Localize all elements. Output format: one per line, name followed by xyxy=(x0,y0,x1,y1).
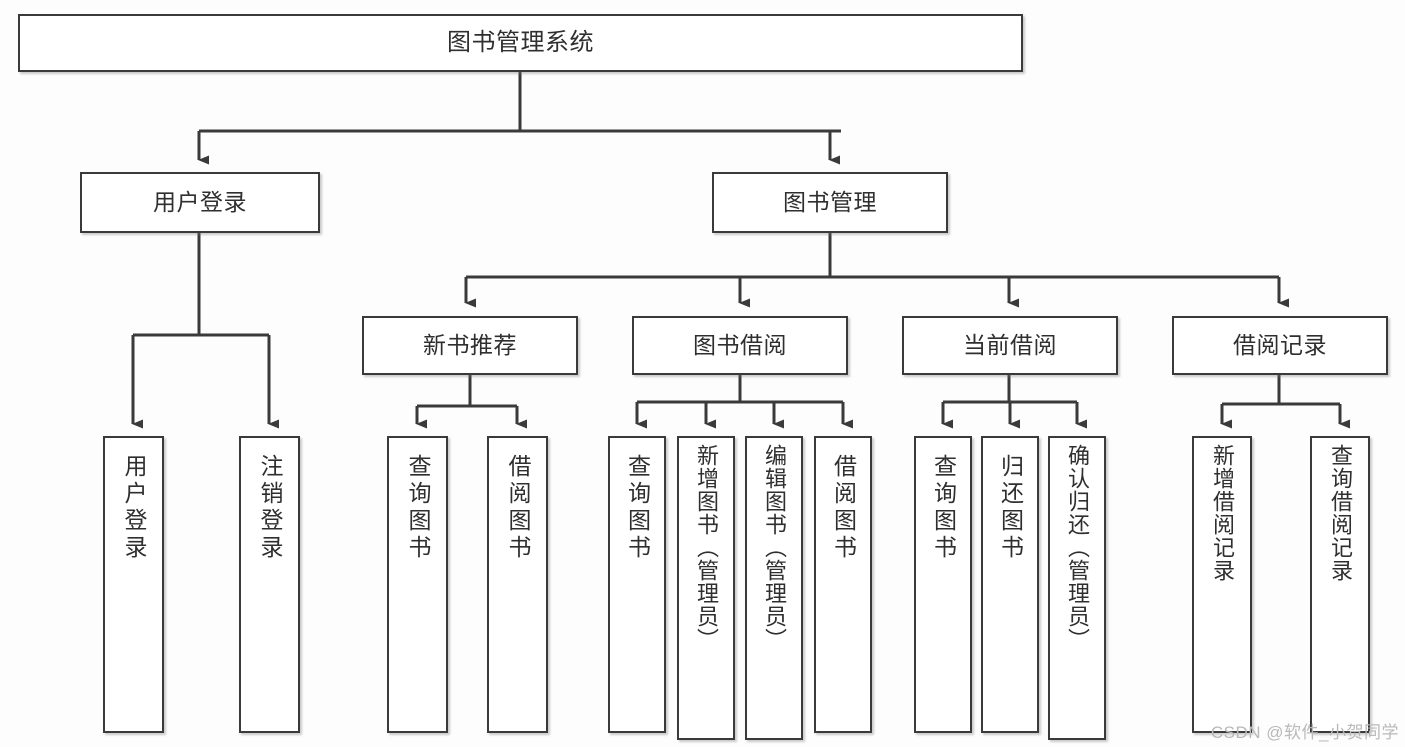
node-current-borrowing[interactable]: 当前借阅 xyxy=(902,316,1118,375)
node-label: 查询图书 xyxy=(405,454,431,562)
leaf-edit-book-admin[interactable]: 编辑图书（管理员） xyxy=(745,436,803,740)
leaf-add-book-admin[interactable]: 新增图书（管理员） xyxy=(677,436,735,740)
node-book-borrowing[interactable]: 图书借阅 xyxy=(632,316,848,375)
node-label: 新书推荐 xyxy=(423,331,517,358)
node-label: 图书管理 xyxy=(783,188,877,215)
node-new-book-recommendation[interactable]: 新书推荐 xyxy=(362,316,578,375)
node-root-book-management-system[interactable]: 图书管理系统 xyxy=(18,14,1023,72)
leaf-query-book-current[interactable]: 查询图书 xyxy=(914,436,972,733)
node-label: 查询借阅记录 xyxy=(1328,444,1353,582)
node-label: 确认归还（管理员） xyxy=(1065,444,1090,651)
node-label: 归还图书 xyxy=(997,454,1024,562)
node-label: 用户登录 xyxy=(121,454,147,562)
leaf-return-book[interactable]: 归还图书 xyxy=(981,436,1039,733)
node-label: 借阅图书 xyxy=(830,454,857,562)
node-label: 新增借阅记录 xyxy=(1210,444,1235,582)
leaf-query-borrowing-record[interactable]: 查询借阅记录 xyxy=(1310,436,1370,733)
node-label: 图书借阅 xyxy=(693,331,787,358)
leaf-user-login[interactable]: 用户登录 xyxy=(103,436,164,733)
node-user-login[interactable]: 用户登录 xyxy=(80,172,320,233)
node-label: 注销登录 xyxy=(257,454,283,562)
leaf-add-borrowing-record[interactable]: 新增借阅记录 xyxy=(1192,436,1252,733)
node-label: 查询图书 xyxy=(930,454,957,562)
leaf-confirm-return-admin[interactable]: 确认归还（管理员） xyxy=(1048,436,1106,740)
node-label: 当前借阅 xyxy=(963,331,1057,358)
node-borrowing-record[interactable]: 借阅记录 xyxy=(1172,316,1388,375)
leaf-query-book-borrowing[interactable]: 查询图书 xyxy=(608,436,666,733)
watermark-credit: CSDN @软件_小贺同学 xyxy=(1210,723,1399,742)
leaf-query-book-recommendation[interactable]: 查询图书 xyxy=(387,436,448,733)
node-label: 查询图书 xyxy=(624,454,651,562)
node-label: 借阅记录 xyxy=(1233,331,1327,358)
node-book-management[interactable]: 图书管理 xyxy=(712,172,948,233)
leaf-borrow-book-recommendation[interactable]: 借阅图书 xyxy=(487,436,548,733)
leaf-logout[interactable]: 注销登录 xyxy=(239,436,300,733)
node-label: 编辑图书（管理员） xyxy=(762,444,787,651)
node-label: 借阅图书 xyxy=(505,454,531,562)
leaf-borrow-book-borrowing[interactable]: 借阅图书 xyxy=(814,436,872,733)
node-label: 用户登录 xyxy=(153,188,247,215)
node-label: 新增图书（管理员） xyxy=(694,444,719,651)
node-label: 图书管理系统 xyxy=(447,28,594,56)
